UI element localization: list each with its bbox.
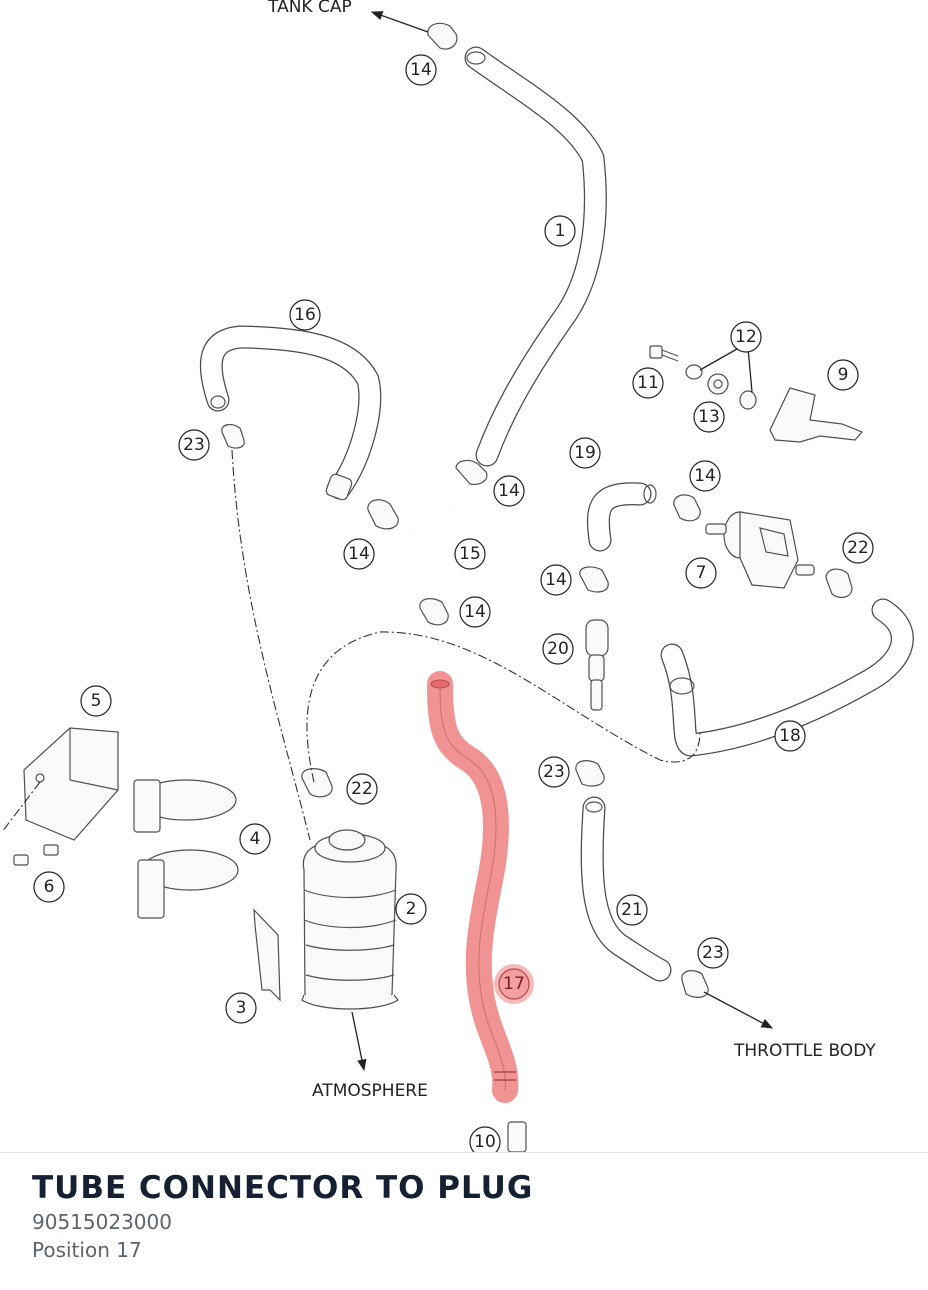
- svg-text:10: 10: [474, 1132, 496, 1152]
- svg-text:12: 12: [735, 327, 757, 347]
- svg-text:14: 14: [694, 466, 716, 486]
- svg-text:3: 3: [236, 998, 247, 1018]
- callout-12[interactable]: 12: [730, 321, 762, 353]
- bracket-part-9[interactable]: [769, 387, 864, 443]
- atmosphere-label: ATMOSPHERE: [312, 1081, 428, 1101]
- hardware-parts-11-12-13[interactable]: [649, 344, 757, 410]
- callout-22[interactable]: 22: [842, 532, 874, 564]
- svg-text:14: 14: [410, 60, 432, 80]
- svg-text:19: 19: [574, 443, 596, 463]
- valve-part-7[interactable]: [705, 511, 815, 589]
- callout-1[interactable]: 1: [544, 215, 576, 247]
- y-connector-part-15[interactable]: [410, 510, 458, 581]
- svg-text:18: 18: [779, 726, 801, 746]
- svg-text:15: 15: [459, 544, 481, 564]
- callout-2[interactable]: 2: [395, 893, 427, 925]
- hose-clamps[interactable]: [221, 22, 853, 998]
- svg-text:1: 1: [555, 221, 566, 241]
- svg-text:14: 14: [348, 544, 370, 564]
- svg-text:13: 13: [698, 407, 720, 427]
- callout-10[interactable]: 10: [469, 1126, 501, 1152]
- elbow-part-19[interactable]: [586, 482, 657, 552]
- callout-5[interactable]: 5: [80, 685, 112, 717]
- callout-6[interactable]: 6: [33, 871, 65, 903]
- svg-text:16: 16: [294, 305, 316, 325]
- callout-16[interactable]: 16: [289, 299, 321, 331]
- callout-11[interactable]: 11: [632, 367, 664, 399]
- callout-13[interactable]: 13: [693, 401, 725, 433]
- part-info-panel: TUBE CONNECTOR TO PLUG 90515023000 Posit…: [32, 1168, 533, 1264]
- callout-15[interactable]: 15: [454, 538, 486, 570]
- callout-22[interactable]: 22: [346, 773, 378, 805]
- part-title: TUBE CONNECTOR TO PLUG: [32, 1170, 534, 1206]
- callout-23[interactable]: 23: [178, 429, 210, 461]
- svg-text:9: 9: [838, 365, 849, 385]
- callout-19[interactable]: 19: [569, 437, 601, 469]
- callout-20[interactable]: 20: [542, 633, 574, 665]
- svg-text:22: 22: [351, 779, 373, 799]
- screws-part-6[interactable]: [13, 844, 59, 866]
- svg-text:21: 21: [621, 900, 643, 920]
- svg-text:14: 14: [498, 481, 520, 501]
- tank-cap-label: TANK CAP: [267, 0, 352, 17]
- hose-part-18[interactable]: [660, 598, 914, 757]
- svg-text:23: 23: [702, 943, 724, 963]
- svg-text:4: 4: [250, 829, 261, 849]
- svg-text:22: 22: [847, 538, 869, 558]
- callout-14[interactable]: 14: [540, 564, 572, 596]
- svg-text:17: 17: [503, 974, 525, 994]
- callout-7[interactable]: 7: [685, 557, 717, 589]
- callout-3[interactable]: 3: [225, 992, 257, 1024]
- callout-18[interactable]: 18: [774, 720, 806, 752]
- bracket-part-5[interactable]: [1, 727, 119, 841]
- callout-21[interactable]: 21: [616, 894, 648, 926]
- throttle-body-label: THROTTLE BODY: [733, 1041, 876, 1061]
- fitting-part-10[interactable]: [507, 1121, 527, 1152]
- divider: [0, 1152, 928, 1153]
- part-position: Position 17: [32, 1238, 142, 1262]
- callout-14[interactable]: 14: [405, 54, 437, 86]
- callout-23[interactable]: 23: [538, 756, 570, 788]
- canister-part-2[interactable]: [301, 829, 399, 1010]
- callout-4[interactable]: 4: [239, 823, 271, 855]
- arrows: [351, 11, 774, 1072]
- hose-part-1[interactable]: [464, 46, 607, 467]
- plug-part-20[interactable]: [585, 619, 609, 711]
- callout-9[interactable]: 9: [827, 359, 859, 391]
- svg-text:6: 6: [44, 877, 55, 897]
- svg-text:23: 23: [543, 762, 565, 782]
- svg-text:11: 11: [637, 373, 659, 393]
- part-number: 90515023000: [32, 1210, 172, 1234]
- callout-23[interactable]: 23: [697, 937, 729, 969]
- svg-text:2: 2: [406, 899, 417, 919]
- svg-text:5: 5: [91, 691, 102, 711]
- svg-text:23: 23: [183, 435, 205, 455]
- routing-lines: [231, 449, 701, 841]
- callout-14[interactable]: 14: [459, 596, 491, 628]
- callout-14[interactable]: 14: [343, 538, 375, 570]
- tube-connector-part-17-highlighted[interactable]: [427, 671, 519, 1103]
- svg-text:20: 20: [547, 639, 569, 659]
- callout-14[interactable]: 14: [493, 475, 525, 507]
- svg-text:14: 14: [545, 570, 567, 590]
- svg-text:7: 7: [696, 563, 707, 583]
- hose-part-21[interactable]: [580, 796, 672, 982]
- clamp-part-4[interactable]: [133, 779, 239, 919]
- hose-part-16[interactable]: [199, 325, 382, 501]
- callout-17-highlighted[interactable]: 17: [494, 964, 534, 1004]
- clip-part-3[interactable]: [253, 908, 281, 1002]
- exploded-parts-diagram: TANK CAP THROTTLE BODY ATMOSPHERE 14 1 1…: [1, 0, 914, 1152]
- svg-text:14: 14: [464, 602, 486, 622]
- callout-14[interactable]: 14: [689, 460, 721, 492]
